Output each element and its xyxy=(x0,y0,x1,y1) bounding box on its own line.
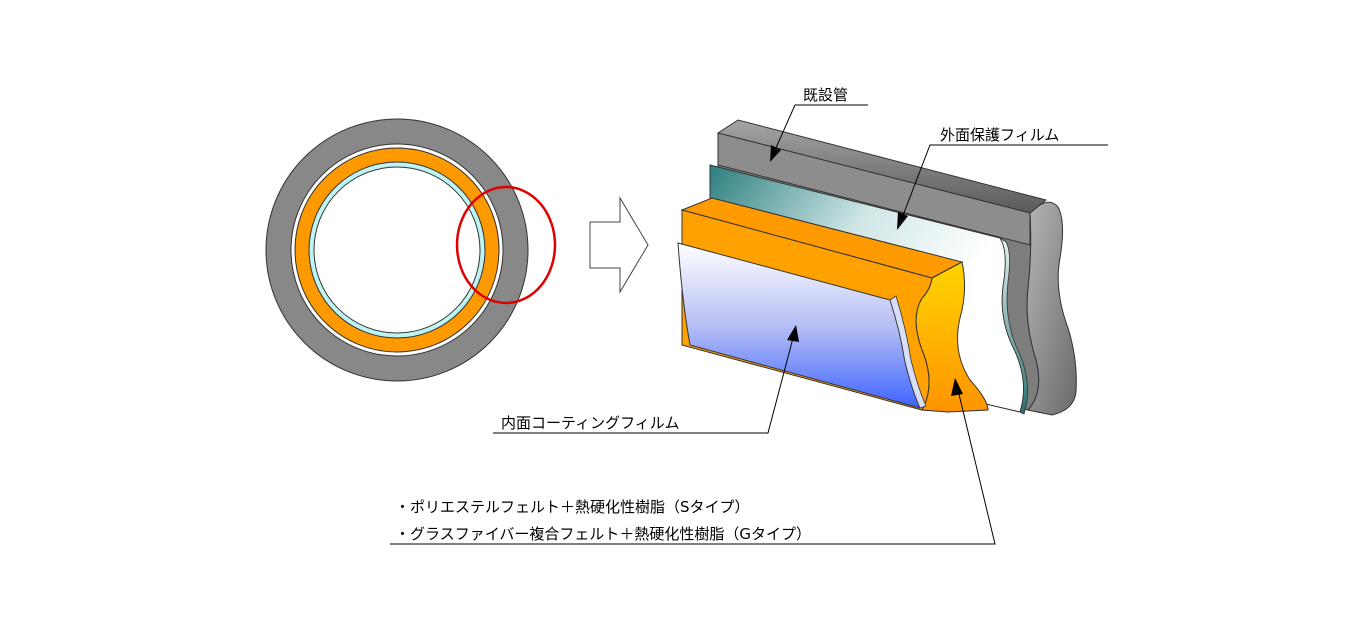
pipe-cross-section xyxy=(265,118,557,382)
leader-inner-film xyxy=(493,337,794,434)
leader-layer-types xyxy=(390,389,996,545)
label-existing-pipe: 既設管 xyxy=(803,86,848,104)
outer-film-edge xyxy=(999,237,1028,415)
arrowhead-layer-types xyxy=(951,378,963,396)
pipe-bore xyxy=(313,166,481,334)
arrowhead-outer-film xyxy=(897,212,908,230)
label-outer-film: 外面保護フィルム xyxy=(940,126,1059,144)
leader-outer-film xyxy=(901,144,1108,219)
leader-existing-pipe xyxy=(774,104,868,151)
label-inner-film: 内面コーティングフィルム xyxy=(501,414,680,432)
right-arrow-icon xyxy=(589,196,649,294)
label-type-s: ・ポリエステルフェルト＋熱硬化性樹脂（Sタイプ） xyxy=(395,498,750,516)
arrowhead-existing-pipe xyxy=(770,145,781,162)
label-type-g: ・グラスファイバー複合フェルト＋熱硬化性樹脂（Gタイプ） xyxy=(395,525,811,543)
existing-pipe-side xyxy=(717,132,1031,246)
detail-highlight-circle xyxy=(455,185,557,305)
arrowhead-inner-film xyxy=(787,325,799,342)
leader-lines xyxy=(390,104,1108,545)
leader-arrowheads xyxy=(770,145,963,396)
layer-cutaway xyxy=(677,119,1077,416)
inner-film-edge xyxy=(889,295,927,409)
